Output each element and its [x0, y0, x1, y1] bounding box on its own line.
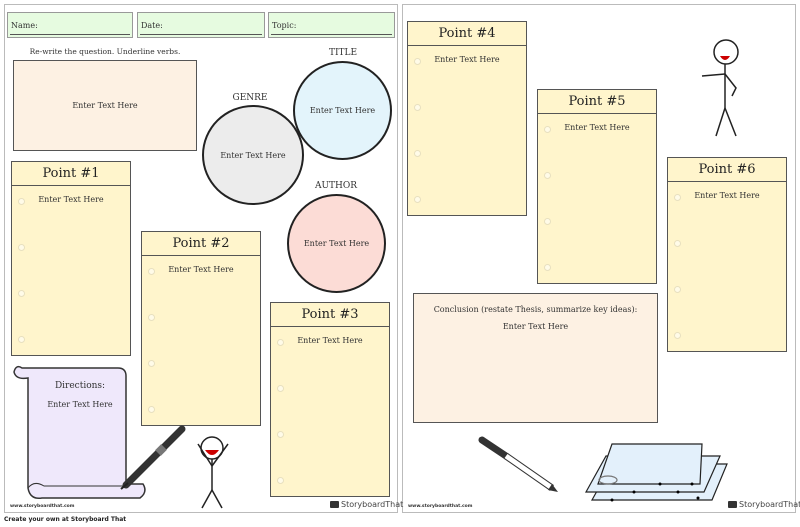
watermark-right: www.storyboardthat.com	[408, 504, 473, 509]
genre-label: GENRE	[232, 93, 268, 103]
conclusion-box[interactable]: Conclusion (restate Thesis, summarize ke…	[413, 293, 658, 423]
point-5-card[interactable]: Point #5 Enter Text Here	[537, 89, 657, 284]
logo-text: StoryboardThat	[341, 500, 404, 509]
genre-text: Enter Text Here	[220, 150, 286, 160]
author-label: AUTHOR	[314, 181, 358, 191]
point-1-text: Enter Text Here	[38, 195, 104, 204]
genre-circle[interactable]: Enter Text Here	[202, 105, 304, 205]
point-1-card[interactable]: Point #1 Enter Text Here	[11, 161, 131, 356]
title-label: TITLE	[328, 48, 358, 58]
question-instruction: Re-write the question. Underline verbs.	[29, 47, 181, 56]
point-2-text: Enter Text Here	[168, 265, 234, 274]
scroll-illustration	[13, 365, 146, 500]
point-4-card[interactable]: Point #4 Enter Text Here	[407, 21, 527, 216]
stick-figure-cheering-icon	[197, 436, 229, 509]
pen-icon	[120, 425, 186, 490]
topic-label: Topic:	[272, 21, 297, 30]
paper-stack-icon	[584, 443, 728, 502]
question-box[interactable]: Enter Text Here	[13, 60, 197, 151]
point-6-text: Enter Text Here	[694, 191, 760, 200]
point-2-card[interactable]: Point #2 Enter Text Here	[141, 231, 261, 426]
point-5-title: Point #5	[538, 90, 656, 114]
create-your-own-link[interactable]: Create your own at Storyboard That	[4, 516, 127, 523]
date-field[interactable]: Date:	[137, 12, 265, 38]
storyboardthat-logo-right: StoryboardThat	[728, 500, 800, 509]
point-3-text: Enter Text Here	[297, 336, 363, 345]
point-6-card[interactable]: Point #6 Enter Text Here	[667, 157, 787, 352]
logo-icon	[330, 501, 339, 508]
date-label: Date:	[141, 21, 163, 30]
name-label: Name:	[11, 21, 38, 30]
author-circle[interactable]: Enter Text Here	[287, 194, 386, 293]
point-5-text: Enter Text Here	[564, 123, 630, 132]
directions-label: Directions:	[54, 381, 106, 391]
point-1-title: Point #1	[12, 162, 130, 186]
name-field[interactable]: Name:	[7, 12, 133, 38]
point-2-title: Point #2	[142, 232, 260, 256]
point-3-title: Point #3	[271, 303, 389, 327]
stick-figure-pointing-icon	[701, 39, 739, 137]
point-3-card[interactable]: Point #3 Enter Text Here	[270, 302, 390, 497]
title-circle[interactable]: Enter Text Here	[293, 61, 392, 160]
author-text: Enter Text Here	[303, 239, 370, 248]
conclusion-label: Conclusion (restate Thesis, summarize ke…	[433, 305, 638, 314]
point-4-text: Enter Text Here	[434, 55, 500, 64]
logo-icon	[728, 501, 737, 508]
question-text: Enter Text Here	[72, 101, 138, 110]
storyboardthat-logo: StoryboardThat	[330, 500, 403, 509]
logo-text: StoryboardThat	[739, 500, 800, 509]
point-6-title: Point #6	[668, 158, 786, 182]
conclusion-text: Enter Text Here	[502, 322, 569, 331]
topic-field[interactable]: Topic:	[268, 12, 395, 38]
directions-text[interactable]: Enter Text Here	[47, 400, 113, 409]
watermark: www.storyboardthat.com	[10, 504, 75, 509]
marker-pen-icon	[478, 436, 558, 492]
point-4-title: Point #4	[408, 22, 526, 46]
title-text: Enter Text Here	[309, 106, 376, 115]
